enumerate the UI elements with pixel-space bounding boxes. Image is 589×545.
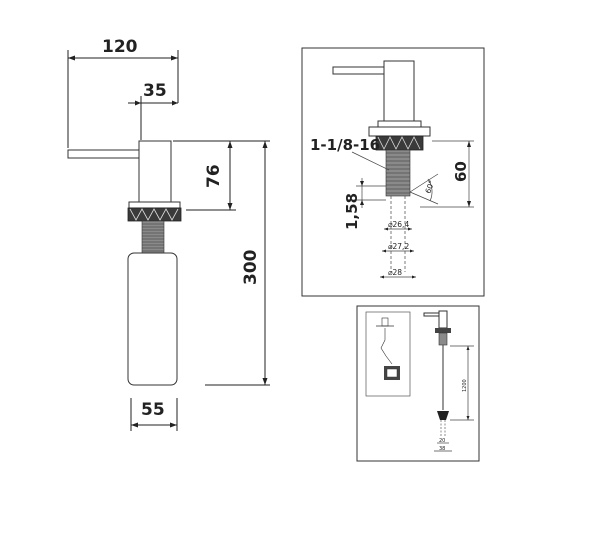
dim-width-total: 120 (102, 37, 138, 57)
nozzle-arm (67, 149, 143, 159)
dim-length-1200: 1200 (462, 379, 468, 392)
dim-small-20: 20 (439, 438, 445, 444)
pump-head (138, 140, 172, 204)
dim-diameter-1: ⌀26,4 (388, 220, 409, 229)
bottle (127, 252, 178, 386)
main-view: 120 35 76 300 55 (67, 37, 270, 431)
dim-gap: 1,58 (343, 193, 361, 230)
dim-bottle-width: 55 (141, 400, 165, 420)
collar-ring (127, 207, 182, 222)
dim-upper-height: 76 (204, 164, 224, 188)
detail-collar-ring (375, 135, 424, 151)
dim-diameter-3: ⌀28 (388, 268, 402, 277)
install-view: 1200 20 38 (356, 305, 480, 462)
dim-nozzle-body: 35 (143, 81, 167, 101)
collar-top (128, 201, 181, 209)
dim-angle: 60° (423, 179, 436, 195)
threaded-shank (141, 220, 165, 254)
dim-diameter-2: ⌀27,2 (388, 242, 409, 251)
detail-view: 1-1/8-16 60 60° 1,58 ⌀26,4 ⌀27,2 ⌀28 (301, 47, 485, 297)
detail-thread (385, 149, 411, 197)
dim-base-38: 38 (439, 446, 445, 452)
dim-height-60: 60 (452, 161, 470, 182)
dim-total-height: 300 (241, 249, 261, 285)
thread-spec: 1-1/8-16 (310, 136, 380, 154)
